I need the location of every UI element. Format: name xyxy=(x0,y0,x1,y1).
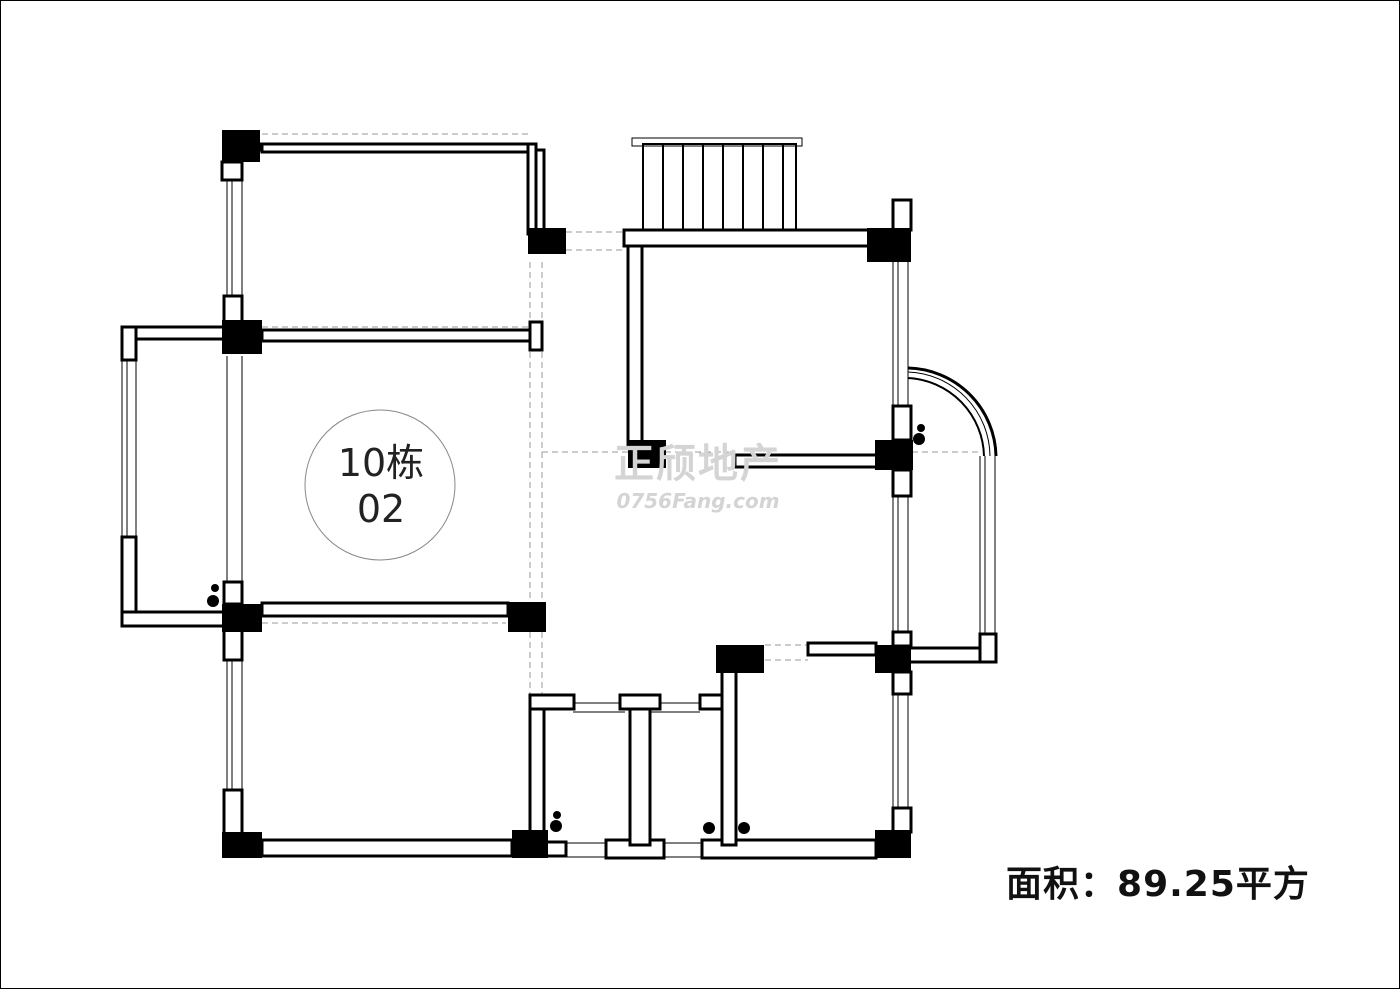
unit-label: 10栋 02 xyxy=(306,418,456,553)
area-caption: 面积： xyxy=(1006,864,1118,905)
building-number: 10栋 xyxy=(337,440,425,485)
unit-circle xyxy=(304,409,456,561)
columns xyxy=(222,130,913,858)
area-text: 面积：89.25平方 xyxy=(1006,855,1310,905)
area-value: 89.25平方 xyxy=(1117,864,1310,905)
walls xyxy=(120,142,998,860)
curved-balcony xyxy=(907,366,998,457)
balcony-railing xyxy=(631,137,803,231)
windows xyxy=(121,180,996,858)
drain-fixtures xyxy=(207,424,925,834)
unit-number: 02 xyxy=(356,486,406,531)
dashed-guides xyxy=(262,133,980,828)
